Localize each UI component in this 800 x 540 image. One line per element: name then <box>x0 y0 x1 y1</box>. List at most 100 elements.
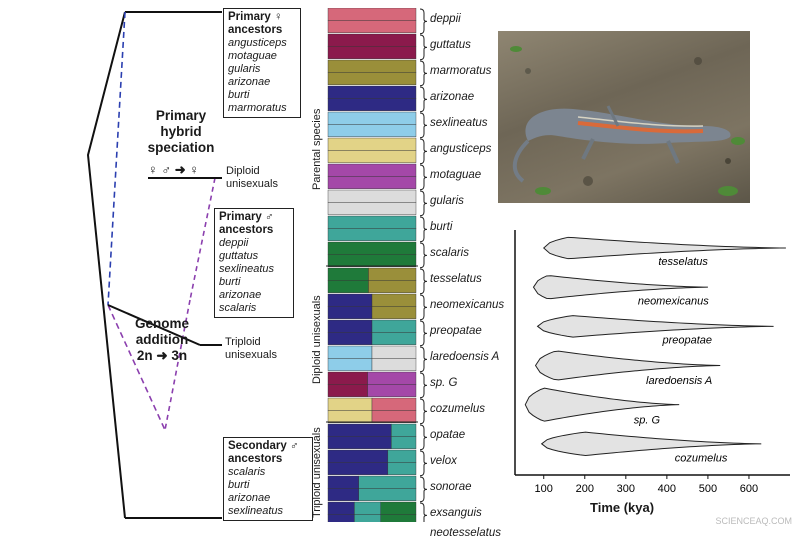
species-brace <box>419 398 428 425</box>
ancestry-segment <box>327 371 368 385</box>
species-brace <box>419 138 428 165</box>
ancestry-segment <box>371 319 417 333</box>
x-tick-label: 300 <box>617 483 635 495</box>
x-tick-label: 600 <box>740 483 758 495</box>
species-brace <box>419 476 428 503</box>
ancestry-segment <box>367 371 417 385</box>
ancestry-segment <box>327 501 355 515</box>
triploid-unisexuals-label: Triploid unisexuals <box>225 336 277 361</box>
species-name: gularis <box>228 63 261 75</box>
species-label: guttatus <box>430 39 471 52</box>
species-label: sonorae <box>430 481 472 494</box>
species-name: sexlineatus <box>228 505 284 517</box>
ancestry-segment <box>327 358 373 371</box>
ancestry-bar-plot <box>326 8 428 522</box>
violin-label: preopatae <box>661 335 712 347</box>
ancestry-segment <box>367 384 417 397</box>
species-label: laredoensis A <box>430 351 500 364</box>
violin-label: neomexicanus <box>638 296 709 308</box>
primary-female-ancestors-box: Primary ♀ ancestors angusticeps motaguae… <box>223 8 301 118</box>
species-label: neomexicanus <box>430 299 505 312</box>
ancestry-segment <box>327 514 355 522</box>
ancestry-segment <box>327 176 417 189</box>
ancestry-segment <box>327 306 373 319</box>
species-brace <box>419 424 428 451</box>
ancestry-segment <box>327 98 417 112</box>
species-name: burti <box>228 479 250 491</box>
primary-male-title: Primary ♂ ancestors <box>219 211 274 236</box>
ancestry-segment <box>371 397 417 411</box>
species-name: arizonae <box>228 76 271 88</box>
species-name: angusticeps <box>228 37 287 49</box>
ancestry-segment <box>327 46 417 60</box>
watermark: SCIENCEAQ.COM <box>715 516 792 526</box>
violin-shape <box>534 350 721 381</box>
ancestry-segment <box>358 475 417 489</box>
ancestry-segment <box>371 306 417 319</box>
species-brace <box>419 242 428 269</box>
primary-speciation-label: Primary hybrid speciation <box>147 108 215 155</box>
species-label: motaguae <box>430 169 482 182</box>
species-name: scalaris <box>219 302 257 314</box>
ancestry-segment <box>380 501 417 515</box>
violin-label: cozumelus <box>675 452 728 464</box>
ancestry-segment <box>387 449 417 463</box>
ancestry-segment <box>327 436 392 449</box>
violin-shape <box>524 387 680 422</box>
x-tick-label: 400 <box>658 483 676 495</box>
ancestry-segment <box>327 267 369 281</box>
group-label-parental: Parental species <box>311 108 323 190</box>
violin-shape <box>542 236 786 260</box>
species-name: guttatus <box>219 250 259 262</box>
species-label: marmoratus <box>430 65 492 78</box>
species-label: sp. G <box>430 377 458 390</box>
lizard-photo <box>498 31 750 203</box>
ancestry-segment <box>380 514 417 522</box>
ancestry-segment <box>327 332 373 345</box>
species-label: opatae <box>430 429 466 442</box>
x-tick-label: 100 <box>535 483 553 495</box>
violin-label: sp. G <box>634 415 661 427</box>
species-label: arizonae <box>430 91 475 104</box>
species-brace <box>419 34 428 61</box>
species-label: tesselatus <box>430 273 482 286</box>
ancestry-segment <box>327 410 373 423</box>
species-name: scalaris <box>228 466 266 478</box>
ancestry-segment <box>327 241 417 255</box>
primary-male-ancestors-box: Primary ♂ ancestors deppii guttatus sexl… <box>214 208 294 318</box>
ancestry-segment <box>327 59 417 73</box>
species-label: angusticeps <box>430 143 492 156</box>
ancestry-segment <box>358 488 417 501</box>
species-brace <box>419 8 428 35</box>
species-name: arizonae <box>219 289 262 301</box>
violin-label: tesselatus <box>658 256 708 268</box>
ancestry-segment <box>327 163 417 177</box>
species-name: arizonae <box>228 492 271 504</box>
species-label: cozumelus <box>430 403 485 416</box>
ancestry-segment <box>387 462 417 475</box>
x-tick-label: 200 <box>576 483 594 495</box>
species-name: marmoratus <box>228 102 287 114</box>
ancestry-segment <box>327 72 417 86</box>
ancestry-segment <box>327 345 373 359</box>
species-label: scalaris <box>430 247 469 260</box>
species-label: velox <box>430 455 457 468</box>
species-name: deppii <box>219 237 249 249</box>
species-label: burti <box>430 221 453 234</box>
species-brace <box>419 216 428 243</box>
ancestry-segment <box>371 410 417 423</box>
ancestry-segment <box>371 345 417 359</box>
violin-label: laredoensis A <box>646 375 712 387</box>
species-label: deppii <box>430 13 461 26</box>
ancestry-segment <box>327 449 389 463</box>
ancestry-segment <box>327 189 417 203</box>
ancestry-segment <box>327 293 373 307</box>
violin-shape <box>540 431 762 457</box>
species-name: burti <box>219 276 241 288</box>
ancestry-segment <box>368 280 417 293</box>
violin-shape <box>536 315 774 338</box>
species-brace <box>419 268 428 295</box>
